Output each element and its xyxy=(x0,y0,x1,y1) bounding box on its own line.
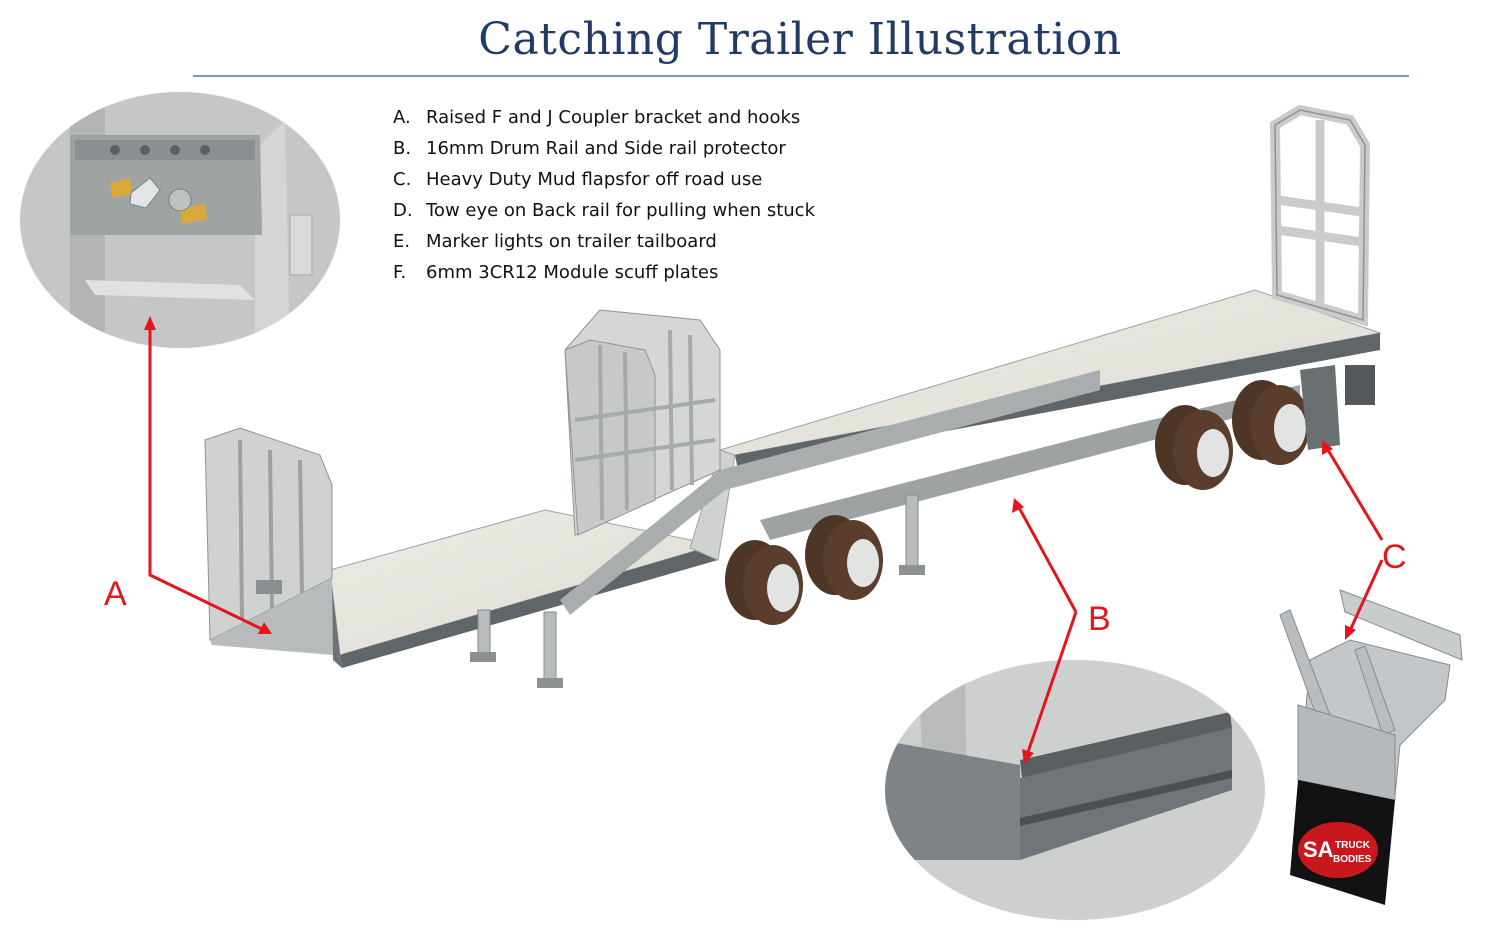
feature-legend: A. Raised F and J Coupler bracket and hoo… xyxy=(393,106,815,292)
callout-arrows xyxy=(144,316,1384,764)
svg-text:TRUCK: TRUCK xyxy=(1335,840,1371,851)
legend-item: C. Heavy Duty Mud flapsfor off road use xyxy=(393,168,815,199)
legend-item: D. Tow eye on Back rail for pulling when … xyxy=(393,199,815,230)
detail-b-drum-rail xyxy=(883,658,1267,922)
legend-item: F. 6mm 3CR12 Module scuff plates xyxy=(393,261,815,292)
legend-text: Marker lights on trailer tailboard xyxy=(426,231,717,252)
legend-text: Raised F and J Coupler bracket and hooks xyxy=(426,107,801,128)
rear-axle-wheels xyxy=(1155,365,1375,490)
title-divider xyxy=(193,75,1409,77)
mid-headboards xyxy=(564,309,721,536)
legend-item: B. 16mm Drum Rail and Side rail protector xyxy=(393,137,815,168)
legend-letter: B. xyxy=(393,138,412,159)
front-headboard xyxy=(204,427,333,655)
detail-a-coupler-bracket xyxy=(18,90,342,350)
legend-letter: F. xyxy=(393,262,407,283)
legend-letter: A. xyxy=(393,107,411,128)
legend-text: Tow eye on Back rail for pulling when st… xyxy=(426,200,815,221)
legend-letter: C. xyxy=(393,169,412,190)
svg-text:BODIES: BODIES xyxy=(1333,854,1372,865)
trailer-body xyxy=(204,104,1382,688)
sa-truck-bodies-logo: SA TRUCK BODIES xyxy=(1298,822,1378,878)
callout-b-label: B xyxy=(1088,600,1111,638)
legend-letter: E. xyxy=(393,231,411,252)
callout-c-label: C xyxy=(1382,538,1407,576)
callout-a-label: A xyxy=(104,575,127,613)
legend-item: E. Marker lights on trailer tailboard xyxy=(393,230,815,261)
front-axle-wheels xyxy=(725,515,883,625)
landing-legs xyxy=(470,494,925,688)
legend-text: 6mm 3CR12 Module scuff plates xyxy=(426,262,719,283)
svg-text:SA: SA xyxy=(1303,837,1334,862)
legend-text: 16mm Drum Rail and Side rail protector xyxy=(426,138,786,159)
legend-letter: D. xyxy=(393,200,413,221)
rear-headboard xyxy=(1269,104,1371,327)
detail-c-mud-flap: SA TRUCK BODIES xyxy=(1279,589,1463,905)
legend-text: Heavy Duty Mud flapsfor off road use xyxy=(426,169,763,190)
page-title: Catching Trailer Illustration xyxy=(478,14,1122,65)
legend-item: A. Raised F and J Coupler bracket and hoo… xyxy=(393,106,815,137)
